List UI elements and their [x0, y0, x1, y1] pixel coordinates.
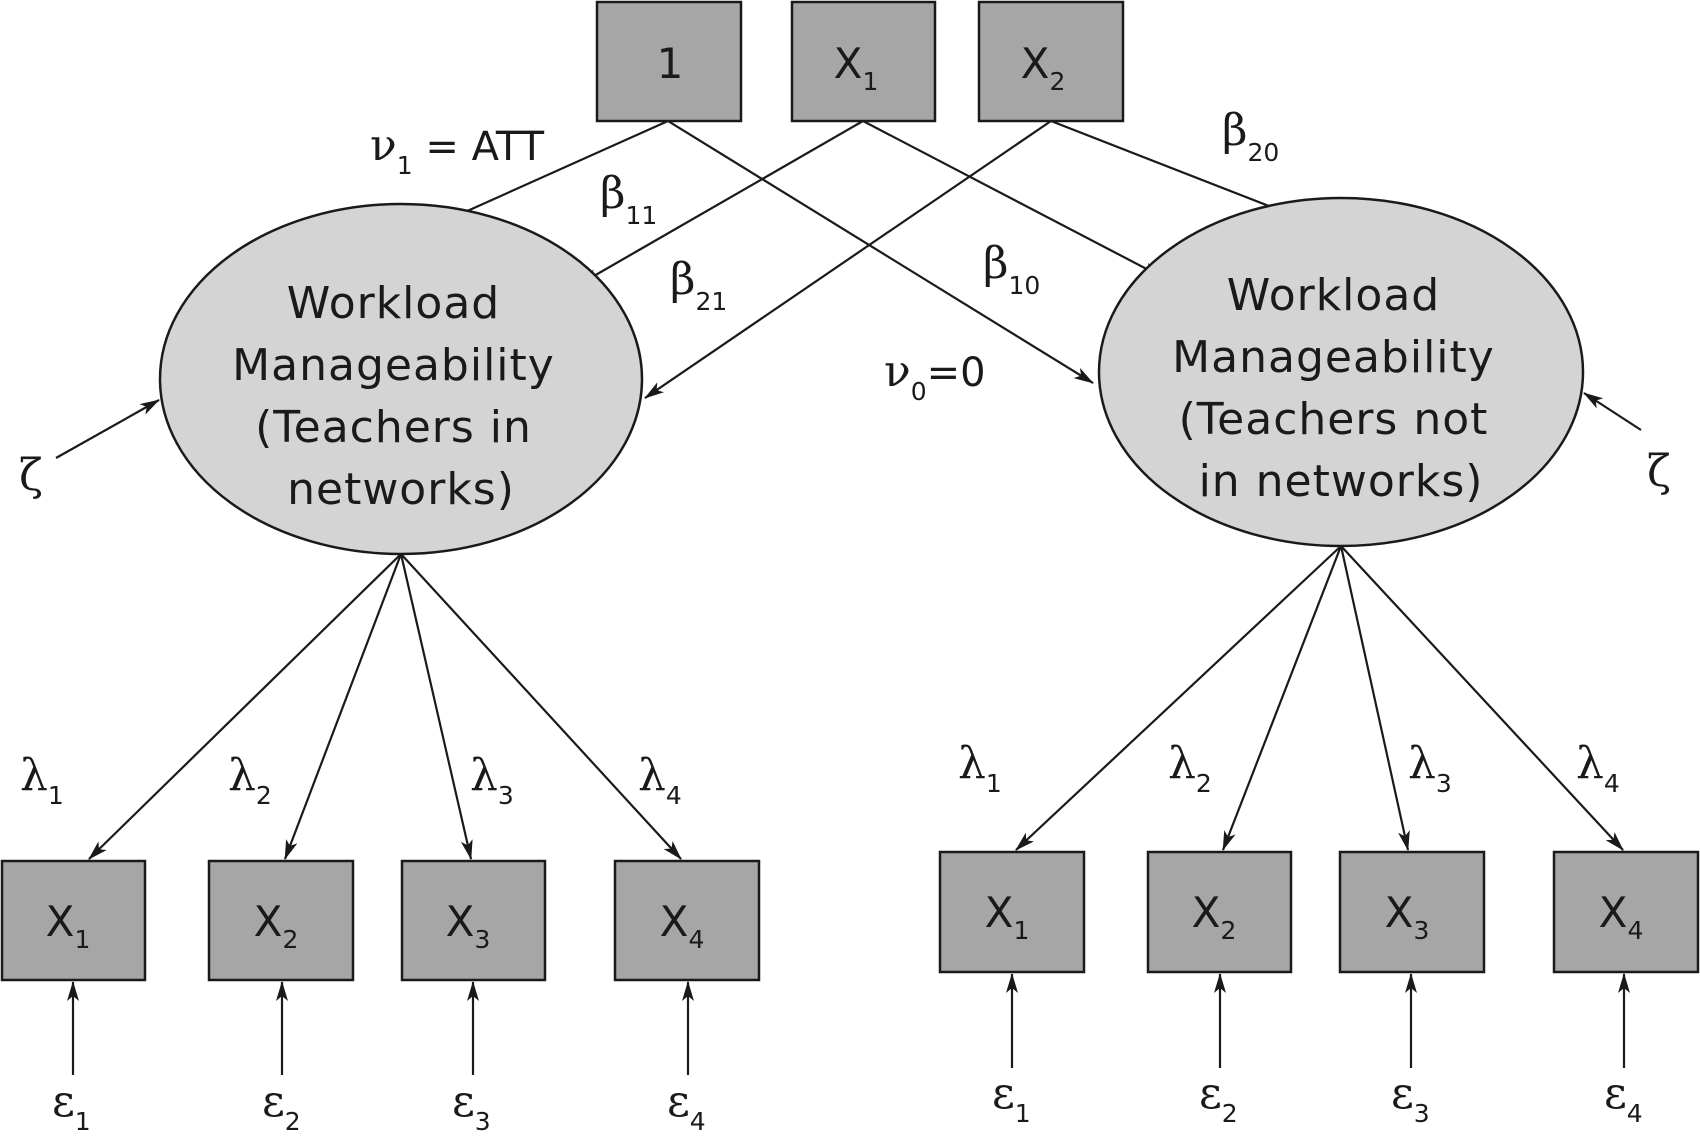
covariate-x2-box: X2	[977, 0, 1125, 123]
path-lambda4-left	[400, 553, 682, 860]
path-nu0	[667, 120, 1094, 384]
path-lambda1-right	[1015, 545, 1342, 851]
indicator-right-x2: X2	[1146, 850, 1293, 974]
svg-text:X1: X1	[985, 888, 1030, 945]
lambda1-left-label: λ1	[20, 750, 64, 810]
latent-right-line3: (Teachers not	[1179, 394, 1489, 445]
covariate-x1-label: X	[834, 39, 863, 88]
beta10-label: β10	[983, 238, 1040, 300]
indicator-right-x4: X4	[1552, 850, 1700, 974]
latent-right-line4: in networks)	[1199, 456, 1484, 507]
beta20-label: β20	[1222, 105, 1279, 167]
eps1-right-label: ε1	[992, 1068, 1031, 1128]
lambda1-right-label: λ1	[958, 738, 1002, 798]
latent-left-line1: Workload	[287, 278, 500, 329]
covariate-x2-subscript: 2	[1049, 67, 1065, 96]
eps2-right-label: ε2	[1199, 1068, 1238, 1128]
svg-text:Workload Manageability: Workload Manageability (Teachers in netw…	[232, 278, 570, 515]
svg-text:X3: X3	[1385, 888, 1430, 945]
lambda2-right-label: λ2	[1168, 738, 1212, 798]
path-lambda3-left	[399, 553, 473, 860]
zeta-left-label: ζ	[19, 450, 43, 501]
indicator-left-x3: X3	[400, 859, 547, 982]
indicator-right-x3: X3	[1338, 850, 1486, 974]
intercept-box: 1	[595, 0, 743, 123]
eps4-left-label: ε4	[667, 1076, 706, 1136]
edges	[55, 119, 1642, 1075]
path-lambda2-left	[283, 553, 403, 860]
covariate-x1-subscript: 1	[862, 67, 878, 96]
intercept-label: 1	[657, 39, 684, 88]
beta21-label: β21	[670, 254, 727, 316]
beta11-label: β11	[600, 168, 657, 230]
lambda2-left-label: λ2	[228, 750, 272, 810]
latent-left-line2: Manageability	[232, 340, 555, 391]
latent-right: Workload Manageability (Teachers not in …	[1097, 196, 1585, 548]
path-lambda3-right	[1339, 545, 1410, 851]
svg-text:X3: X3	[446, 897, 491, 954]
eps4-right-label: ε4	[1604, 1068, 1643, 1128]
path-lambda1-left	[88, 553, 402, 860]
eps3-right-label: ε3	[1391, 1068, 1430, 1128]
indicator-left-x4: X4	[613, 859, 761, 982]
nu1-label: ν1 = ATT	[370, 120, 545, 180]
path-lambda2-right	[1221, 545, 1343, 851]
path-beta21	[644, 120, 1052, 399]
path-labels: ν1 = ATT β11 β21 β10 β20 ν0=0	[370, 105, 1279, 406]
latent-left: Workload Manageability (Teachers in netw…	[158, 202, 644, 556]
path-beta10	[862, 120, 1163, 278]
svg-text:X2: X2	[1192, 888, 1237, 945]
indicator-left-x1: X1	[0, 859, 147, 982]
svg-text:1: 1	[657, 39, 684, 88]
latent-right-line2: Manageability	[1172, 332, 1495, 383]
indicator-right-x1: X1	[938, 850, 1086, 974]
top-boxes: 1 X1 X2	[595, 0, 1125, 123]
svg-text:X2: X2	[254, 897, 299, 954]
zeta-right-label: ζ	[1647, 446, 1671, 497]
path-zeta-left	[55, 399, 160, 459]
lambda4-right-label: λ4	[1576, 738, 1620, 798]
svg-text:X2: X2	[1021, 39, 1066, 96]
svg-text:X4: X4	[1599, 888, 1644, 945]
latent-left-line4: networks)	[287, 464, 515, 515]
latent-left-line3: (Teachers in	[255, 402, 532, 453]
loading-labels: λ1 λ2 λ3 λ4 λ1 λ2 λ3 λ4	[20, 738, 1620, 810]
svg-text:X1: X1	[46, 897, 91, 954]
lambda3-left-label: λ3	[470, 750, 514, 810]
path-zeta-right	[1583, 392, 1642, 431]
nu0-label: ν0=0	[884, 346, 986, 406]
covariate-x1-box: X1	[790, 0, 937, 123]
path-lambda4-right	[1340, 545, 1624, 851]
error-labels: ε1 ε2 ε3 ε4 ε1 ε2 ε3 ε4	[52, 1068, 1643, 1136]
indicators-left: X1 X2 X3 X4	[0, 859, 761, 982]
eps2-left-label: ε2	[262, 1076, 301, 1136]
latent-right-line1: Workload	[1227, 270, 1440, 321]
indicator-left-x2: X2	[207, 859, 355, 982]
svg-text:Workload Manageability: Workload Manageability (Teachers not in …	[1172, 270, 1510, 507]
covariate-x2-label: X	[1021, 39, 1050, 88]
indicators-right: X1 X2 X3 X4	[938, 850, 1700, 974]
lambda3-right-label: λ3	[1408, 738, 1452, 798]
svg-text:X4: X4	[660, 897, 705, 954]
eps1-left-label: ε1	[52, 1076, 91, 1136]
lambda4-left-label: λ4	[638, 750, 682, 810]
eps3-left-label: ε3	[452, 1076, 491, 1136]
path-beta11	[579, 120, 864, 285]
svg-text:X1: X1	[834, 39, 879, 96]
